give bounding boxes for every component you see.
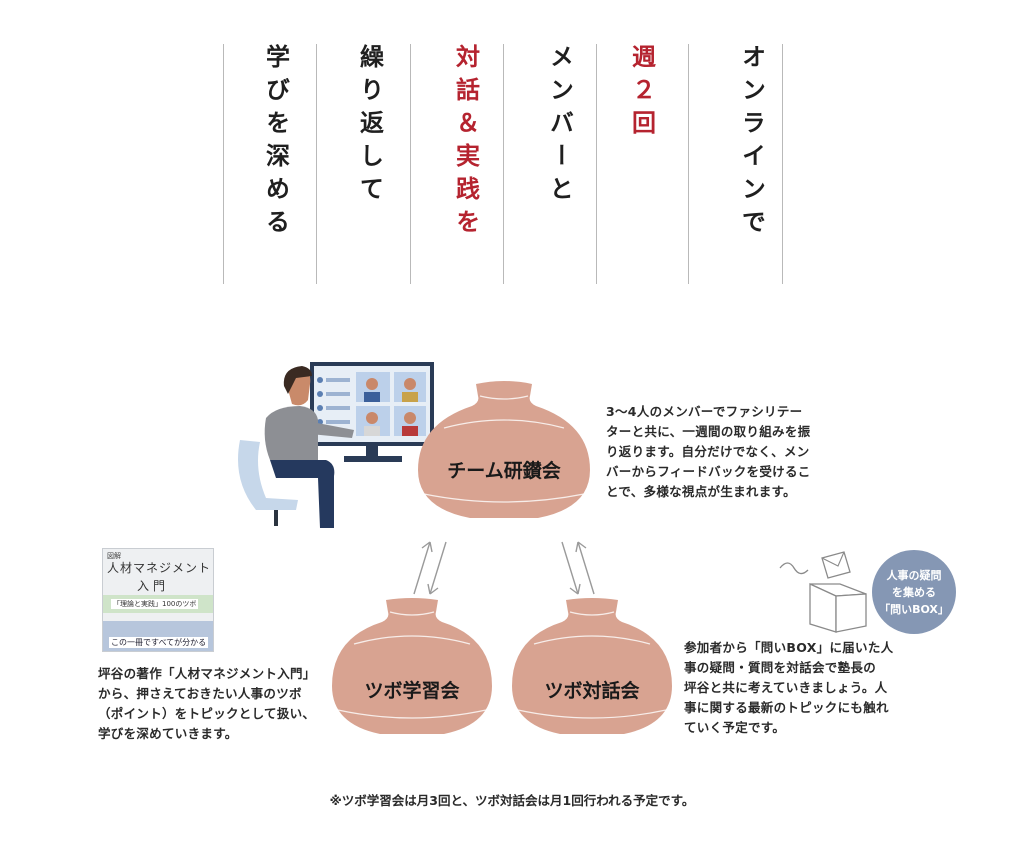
book-cover: 図解 人材マネジメント 入門 「理論と実践」100のツボ この一冊ですべてが分か… [102, 548, 214, 652]
divider-line [596, 44, 597, 284]
divider-line [503, 44, 504, 284]
title-column-1: オンラインで [737, 44, 766, 242]
title-column-3: メンバーと [545, 44, 574, 209]
dialogue-session-description: 参加者から「問いBOX」に届いた人 事の疑問・質問を対話会で塾長の 坪谷と共に考… [684, 640, 894, 735]
team-meeting-label: チーム研鑚会 [447, 460, 561, 482]
divider-line [316, 44, 317, 284]
title-column-2: 週２回 [627, 44, 656, 143]
exchange-arrows-left [413, 541, 447, 595]
dialogue-session-label: ツボ対話会 [544, 680, 640, 702]
divider-line [688, 44, 689, 284]
divider-line [223, 44, 224, 284]
team-meeting-description: 3〜4人のメンバーでファシリテー ターと共に、一週間の取り組みを振 り返ります。… [606, 404, 811, 499]
title-column-5: 繰り返して [355, 44, 384, 209]
footnote: ※ツボ学習会は月3回と、ツボ対話会は月1回行われる予定です。 [329, 793, 695, 808]
question-box-badge: 人事の疑問 を集める 「問いBOX」 [872, 550, 956, 634]
dialogue-session-pot: ツボ対話会 [508, 596, 676, 736]
study-session-label: ツボ学習会 [364, 680, 460, 702]
study-session-pot: ツボ学習会 [328, 596, 496, 736]
online-meeting-illustration [238, 362, 434, 528]
divider-line [410, 44, 411, 284]
divider-line [782, 44, 783, 284]
study-session-description: 坪谷の著作「人材マネジメント入門」 から、押さえておきたい人事のツボ （ポイント… [98, 666, 316, 741]
team-meeting-pot: チーム研鑚会 [414, 378, 594, 520]
title-column-4: 対話＆実践を [451, 44, 480, 242]
title-column-6: 学びを深める [261, 44, 290, 242]
exchange-arrows-right [561, 541, 595, 595]
question-box-icon [779, 551, 867, 633]
